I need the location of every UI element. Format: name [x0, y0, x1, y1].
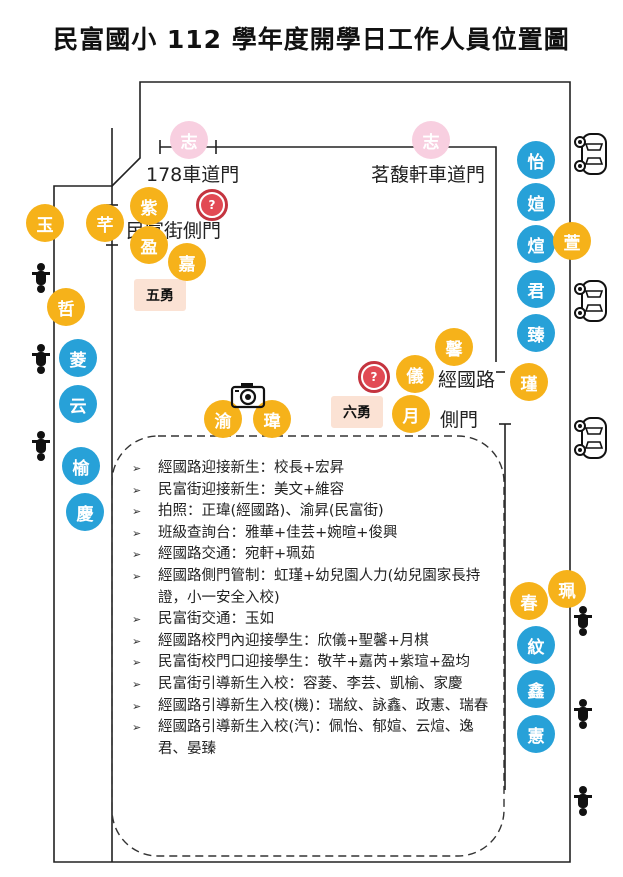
task-item: ➢ 民富街引導新生入校：容菱、李芸、凱榆、家慶 — [130, 674, 495, 696]
task-list: ➢ 經國路迎接新生：校長+宏昇 ➢ 民富街迎接新生：美文+維容 ➢ 拍照：正瑋(經國路… — [130, 458, 495, 760]
task-panel-border — [111, 435, 505, 857]
arrow-bullet-icon: ➢ — [132, 721, 142, 735]
staff-zhe: 哲 — [47, 288, 85, 326]
staff-yun-right: 媗 — [517, 183, 555, 221]
arrow-bullet-icon: ➢ — [132, 483, 142, 497]
staff-ying: 盈 — [130, 226, 168, 264]
staff-chun: 春 — [510, 582, 548, 620]
task-item: ➢ 拍照：正瑋(經國路)、渝昇(民富街) — [130, 501, 495, 523]
question-mark-icon: ? — [196, 189, 228, 221]
scooter-icon — [32, 431, 50, 461]
car-icon — [574, 417, 607, 459]
staff-wen: 紋 — [517, 626, 555, 664]
staff-qian: 芊 — [86, 204, 124, 242]
task-item: ➢ 經國路迎接新生：校長+宏昇 — [130, 458, 495, 480]
car-icon — [574, 133, 607, 175]
staff-xuan: 煊 — [517, 225, 555, 263]
question-mark-icon: ? — [358, 361, 390, 393]
staff-jun: 君 — [517, 270, 555, 308]
staff-xuan-grass: 萱 — [553, 222, 591, 260]
staff-yu-elm: 榆 — [62, 447, 100, 485]
task-item: ➢ 經國路校門內迎接學生：欣儀+聖馨+月棋 — [130, 631, 495, 653]
question-mark-text: ? — [201, 194, 223, 216]
scooter-icon — [574, 606, 592, 636]
task-text: 民富街交通：玉如 — [158, 611, 274, 628]
task-text: 經國路側門管制：虹瑾+幼兒園人力(幼兒園家長持證，小一安全入校) — [158, 567, 481, 606]
arrow-bullet-icon: ➢ — [132, 699, 142, 713]
page-title: 民富國小 112 學年度開學日工作人員位置圖 — [53, 25, 570, 54]
task-text: 拍照：正瑋(經國路)、渝昇(民富街) — [158, 503, 384, 520]
task-item: ➢ 經國路引導新生入校(機)：瑞紋、詠鑫、政憲、瑞春 — [130, 696, 495, 718]
arrow-bullet-icon: ➢ — [132, 548, 142, 562]
staff-xin-gold: 鑫 — [517, 670, 555, 708]
staff-yu-river: 渝 — [204, 400, 242, 438]
question-mark-text: ? — [363, 366, 385, 388]
task-text: 班級查詢台：雅華+佳芸+婉暄+俊興 — [158, 524, 398, 541]
staff-qing: 慶 — [66, 493, 104, 531]
task-text: 經國路迎接新生：校長+宏昇 — [158, 460, 345, 476]
arrow-bullet-icon: ➢ — [132, 613, 142, 627]
task-text: 經國路交通：宛軒+珮茹 — [158, 546, 316, 563]
arrow-bullet-icon: ➢ — [132, 656, 142, 670]
staff-yi-left: 儀 — [396, 355, 434, 393]
staff-zhi-right: 志 — [412, 121, 450, 159]
arrow-bullet-icon: ➢ — [132, 505, 142, 519]
scooter-icon — [574, 786, 592, 816]
task-item: ➢ 班級查詢台：雅華+佳芸+婉暄+俊興 — [130, 523, 495, 545]
team-six-tag: 六勇 — [331, 396, 383, 428]
task-text: 經國路校門內迎接學生：欣儀+聖馨+月棋 — [158, 632, 429, 649]
side-gate-jingguo-label-2: 側門 — [440, 409, 479, 431]
task-item: ➢ 經國路引導新生入校(汽)：佩怡、郁媗、云煊、逸君、晏臻 — [130, 717, 495, 760]
staff-yun-left: 云 — [59, 385, 97, 423]
arrow-bullet-icon: ➢ — [132, 462, 142, 475]
staff-ling: 菱 — [59, 339, 97, 377]
scooter-icon — [574, 699, 592, 729]
arrow-bullet-icon: ➢ — [132, 634, 142, 648]
staff-zi: 紫 — [130, 187, 168, 225]
task-text: 經國路引導新生入校(汽)：佩怡、郁媗、云煊、逸君、晏臻 — [158, 719, 474, 757]
task-item: ➢ 民富街校門口迎接學生：敬芊+嘉芮+紫瑄+盈均 — [130, 652, 495, 674]
arrow-bullet-icon: ➢ — [132, 677, 142, 691]
staff-yu-jade: 玉 — [26, 204, 64, 242]
staff-xin: 馨 — [435, 328, 473, 366]
arrow-bullet-icon: ➢ — [132, 526, 142, 540]
staff-pei: 珮 — [548, 570, 586, 608]
task-text: 經國路引導新生入校(機)：瑞紋、詠鑫、政憲、瑞春 — [158, 697, 489, 714]
staff-zhi-left: 志 — [170, 121, 208, 159]
gate-mingfu-label: 茗馥軒車道門 — [371, 164, 486, 186]
staff-yue: 月 — [392, 395, 430, 433]
gate-178-label: 178車道門 — [146, 164, 240, 186]
task-item: ➢ 民富街迎接新生：美文+維容 — [130, 480, 495, 502]
side-gate-jingguo-label: 經國路 — [438, 369, 496, 391]
team-five-tag: 五勇 — [134, 279, 186, 311]
staff-jia: 嘉 — [168, 243, 206, 281]
task-item: ➢ 民富街交通：玉如 — [130, 609, 495, 631]
car-icon — [574, 280, 607, 322]
staff-zhen: 臻 — [517, 314, 555, 352]
staff-xian: 憲 — [517, 715, 555, 753]
camera-icon — [230, 383, 266, 409]
task-text: 民富街迎接新生：美文+維容 — [158, 481, 345, 498]
arrow-bullet-icon: ➢ — [132, 569, 142, 583]
task-item: ➢ 經國路交通：宛軒+珮茹 — [130, 544, 495, 566]
task-item: ➢ 經國路側門管制：虹瑾+幼兒園人力(幼兒園家長持證，小一安全入校) — [130, 566, 495, 609]
staff-yi-right: 怡 — [517, 141, 555, 179]
task-text: 民富街校門口迎接學生：敬芊+嘉芮+紫瑄+盈均 — [158, 654, 470, 671]
scooter-icon — [32, 344, 50, 374]
scooter-icon — [32, 263, 50, 293]
task-text: 民富街引導新生入校：容菱、李芸、凱榆、家慶 — [158, 675, 463, 692]
staff-jin: 瑾 — [510, 363, 548, 401]
